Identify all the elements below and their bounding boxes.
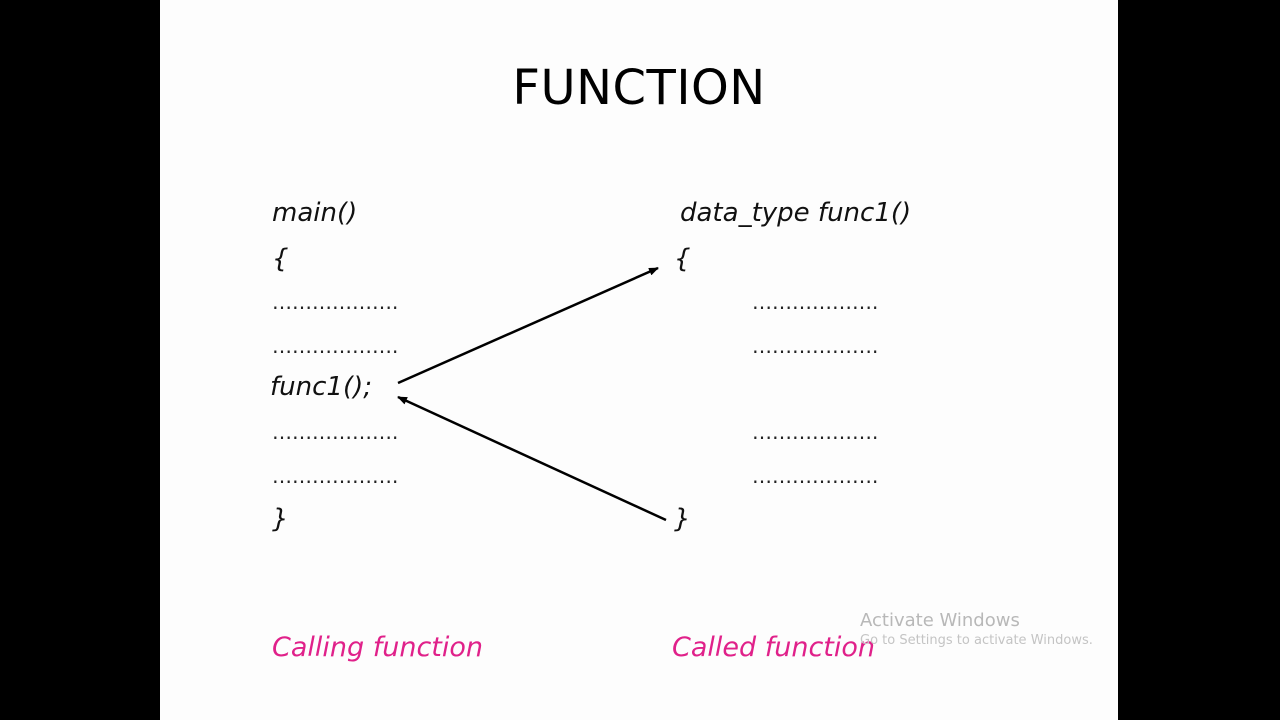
main-dots-2: ………………. (272, 334, 399, 358)
activation-watermark-subtitle: Go to Settings to activate Windows. (860, 633, 1093, 648)
activation-watermark-title: Activate Windows (860, 610, 1020, 631)
slide-title: FUNCTION (512, 60, 766, 116)
func-dots-1: ………………. (752, 290, 879, 314)
func-dots-2: ………………. (752, 334, 879, 358)
func-close-brace: } (674, 504, 691, 534)
return-arrow (397, 395, 667, 522)
call-arrows (397, 266, 667, 522)
slide: FUNCTION main() { ………………. ………………. func1(… (160, 0, 1118, 720)
main-dots-4: ………………. (272, 464, 399, 488)
func-call: func1(); (270, 372, 372, 402)
main-header: main() (272, 198, 358, 228)
func-open-brace: { (674, 244, 691, 274)
call-arrow (397, 266, 659, 385)
main-close-brace: } (272, 504, 289, 534)
func-dots-4: ………………. (752, 464, 879, 488)
main-dots-3: ………………. (272, 420, 399, 444)
func-definition-header: data_type func1() (680, 198, 912, 228)
func-dots-3: ………………. (752, 420, 879, 444)
main-dots-1: ………………. (272, 290, 399, 314)
called-function-caption: Called function (672, 632, 876, 663)
calling-function-caption: Calling function (272, 632, 484, 663)
main-open-brace: { (272, 244, 289, 274)
